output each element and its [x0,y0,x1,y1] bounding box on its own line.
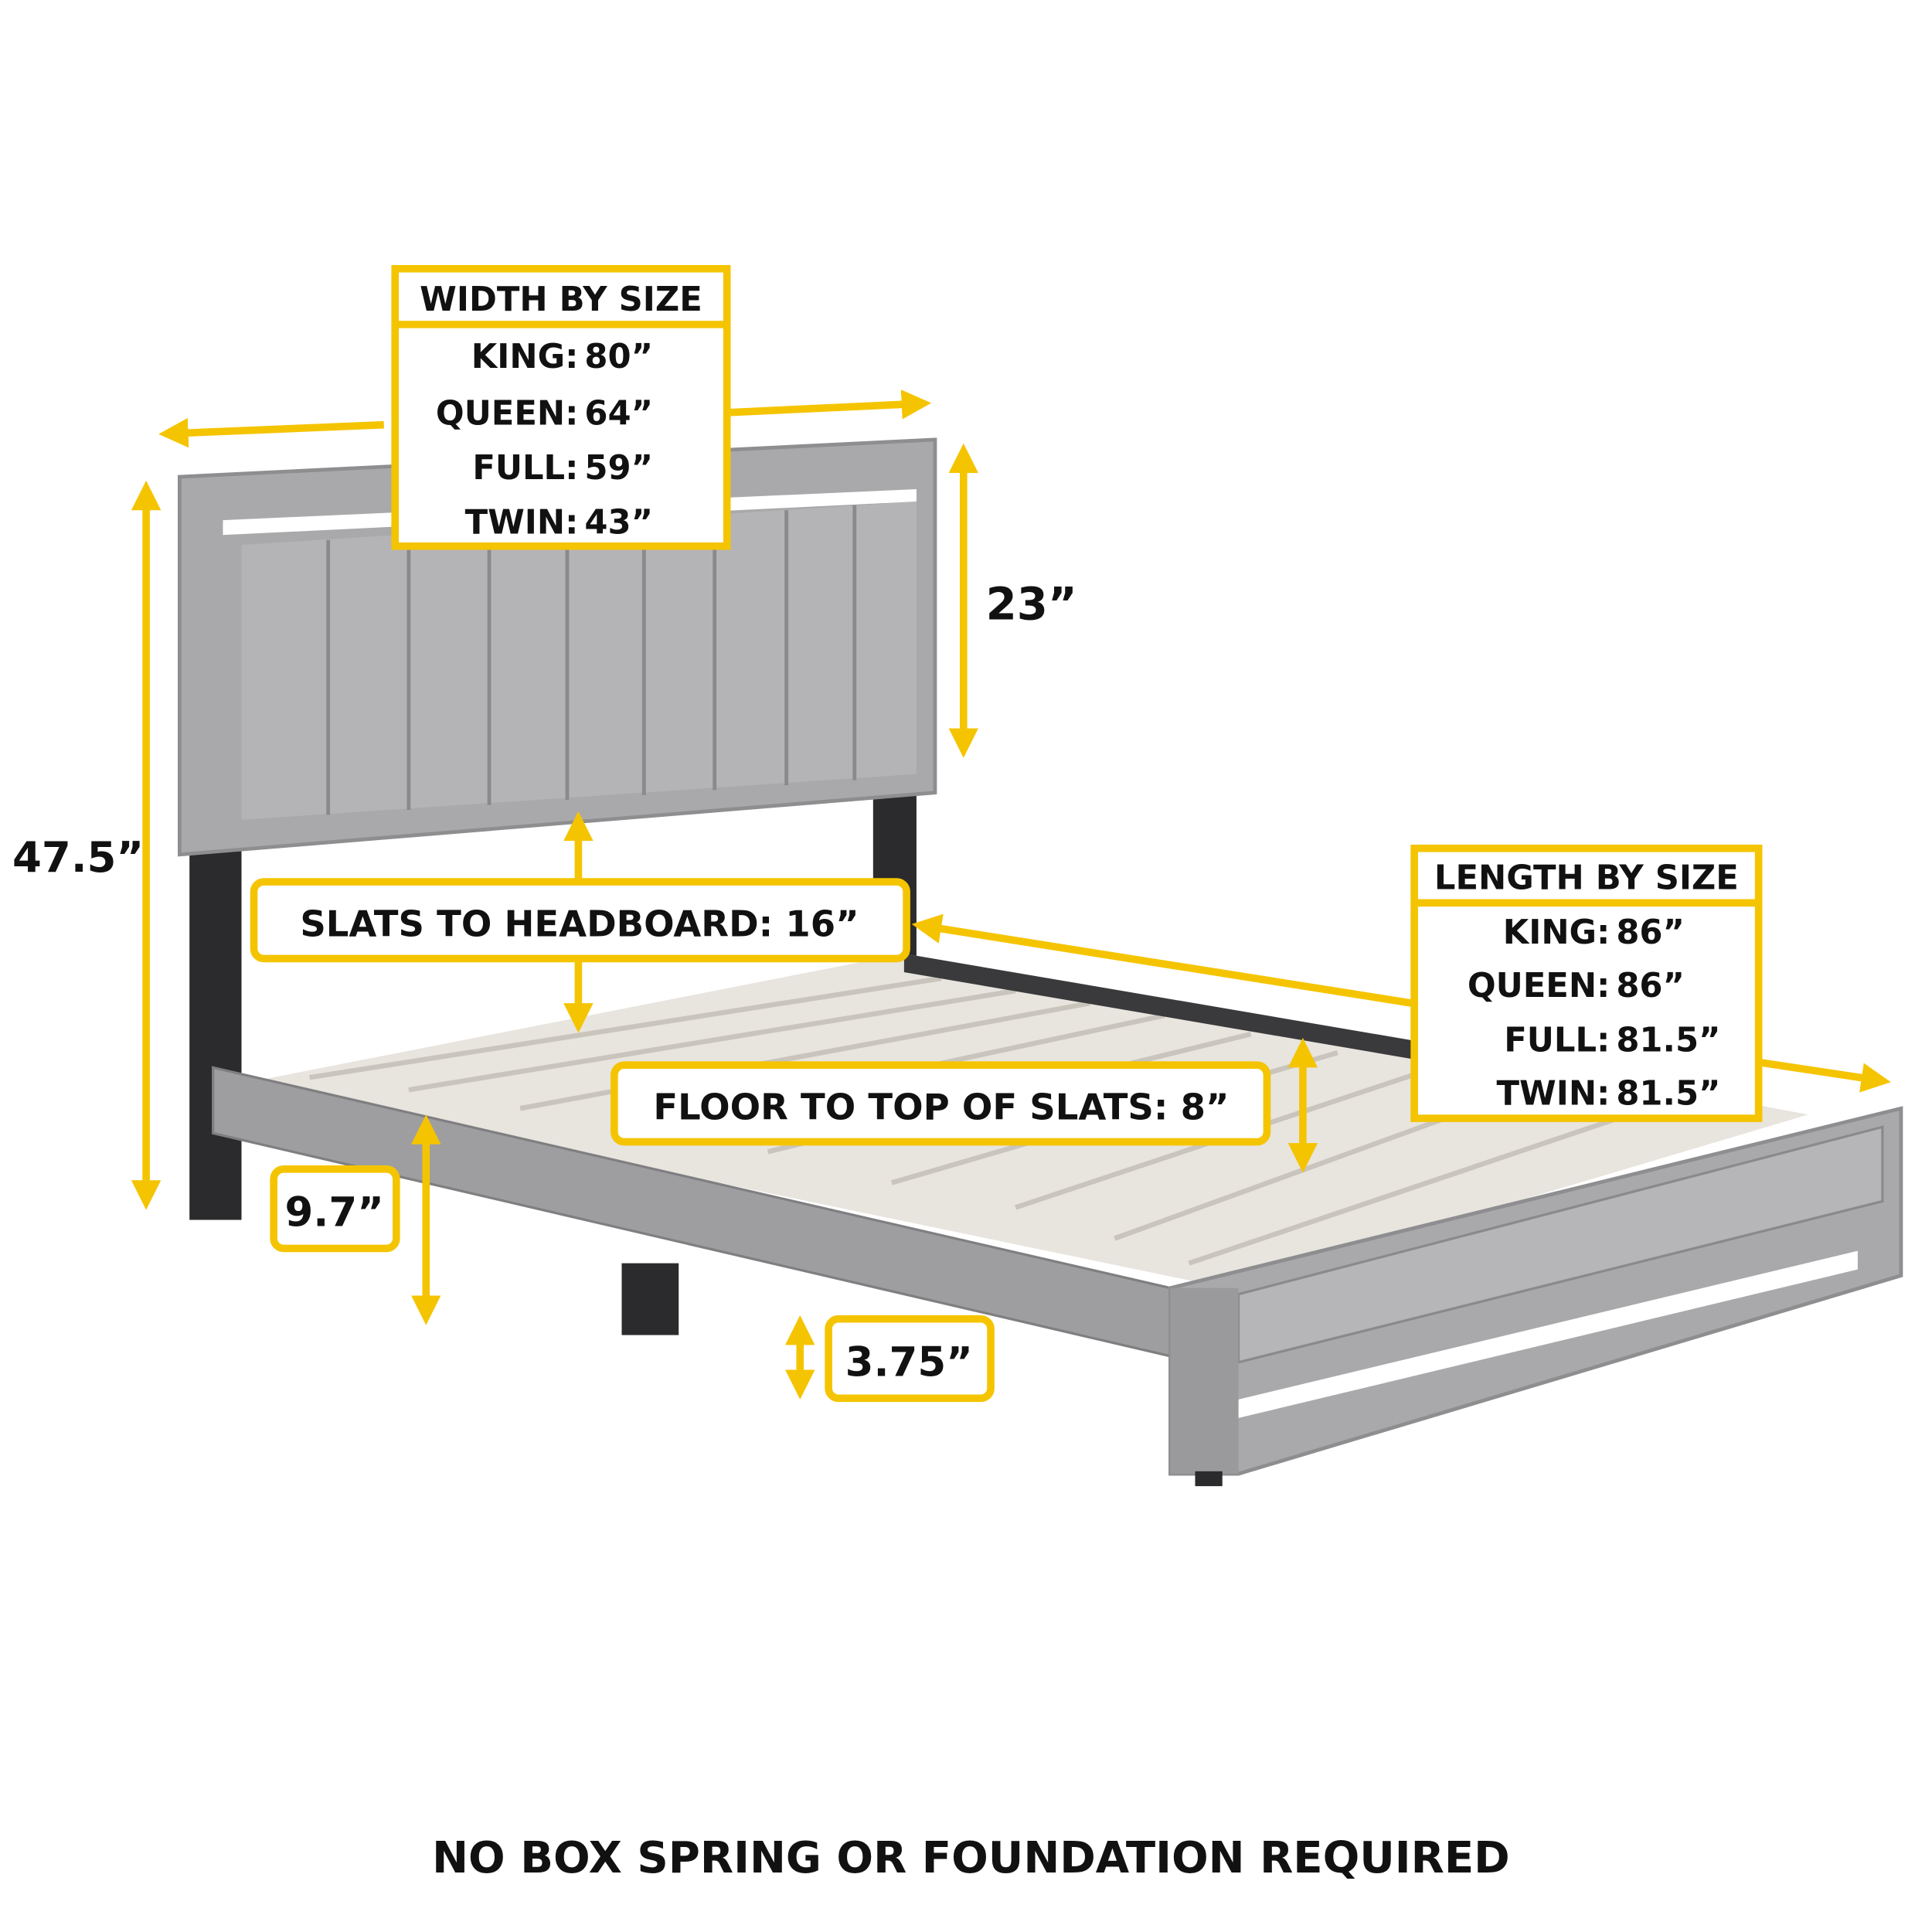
floor-to-slats-callout: FLOOR TO TOP OF SLATS: 8” [611,1061,1271,1146]
width-value-queen: 64” [584,395,653,434]
length-value-twin: 81.5” [1616,1074,1720,1113]
footboard [1168,1106,1903,1487]
width-size-twin: TWIN: [465,504,579,543]
width-size-king: KING: [471,338,579,376]
headboard [177,437,937,857]
slats-to-headboard-callout: SLATS TO HEADBOARD: 16” [250,878,910,963]
length-size-full: FULL: [1504,1022,1610,1060]
width-value-full: 59” [584,449,653,488]
total-height-label: 47.5” [12,832,144,882]
length-value-queen: 86” [1616,967,1685,1005]
headboard-height-label: 23” [986,577,1077,630]
bed-illustration [177,437,1903,1487]
left-post [189,842,242,1220]
length-value-full: 81.5” [1616,1022,1720,1060]
side-rail-height-label: 9.7” [284,1189,383,1236]
foot-leg [1195,1471,1223,1487]
width-size-queen: QUEEN: [436,395,578,434]
floor-to-slats-label: FLOOR TO TOP OF SLATS: 8” [653,1087,1229,1128]
width-table-title: WIDTH BY SIZE [420,281,702,319]
slats-to-headboard-label: SLATS TO HEADBOARD: 16” [300,903,859,945]
width-value-king: 80” [584,338,653,376]
length-size-king: KING: [1503,913,1611,952]
leg-clearance-label: 3.75” [845,1338,973,1386]
leg-clearance-callout: 3.75” [825,1315,995,1403]
footer-note: NO BOX SPRING OR FOUNDATION REQUIRED [432,1833,1510,1883]
dimension-arrows [131,389,1891,1400]
width-value-twin: 43” [584,504,653,543]
length-value-king: 86” [1616,913,1685,952]
width-by-size-table: WIDTH BY SIZE KING: 80” QUEEN: 64” FULL:… [391,264,731,550]
middle-leg [621,1263,679,1335]
side-rail-height-callout: 9.7” [270,1165,400,1253]
length-by-size-table: LENGTH BY SIZE KING: 86” QUEEN: 86” FULL… [1410,844,1763,1122]
width-size-full: FULL: [472,449,578,488]
length-table-title: LENGTH BY SIZE [1434,859,1739,898]
length-size-queen: QUEEN: [1468,967,1610,1005]
length-size-twin: TWIN: [1497,1074,1611,1113]
